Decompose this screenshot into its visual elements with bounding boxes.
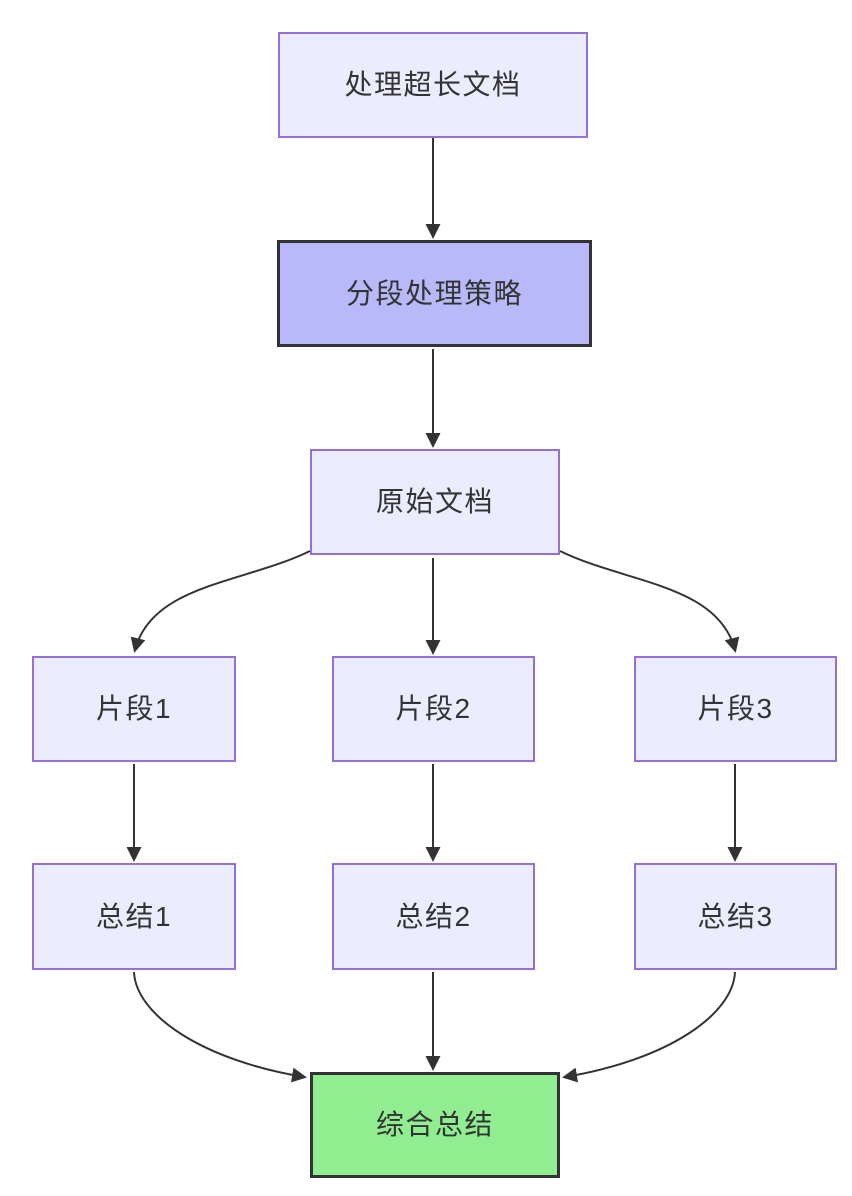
node-strategy: 分段处理策略 bbox=[277, 240, 592, 347]
node-summary-2: 总结2 bbox=[332, 863, 535, 970]
node-summary-3: 总结3 bbox=[634, 863, 837, 970]
node-final-summary: 综合总结 bbox=[310, 1072, 560, 1178]
node-source-document: 原始文档 bbox=[310, 449, 560, 555]
edge-source-chunk3 bbox=[559, 550, 740, 653]
node-chunk-1: 片段1 bbox=[32, 656, 236, 762]
node-start: 处理超长文档 bbox=[278, 32, 588, 138]
edge-source-chunk1 bbox=[130, 550, 311, 653]
node-chunk-3: 片段3 bbox=[634, 656, 837, 762]
edge-summary1-final bbox=[133, 971, 307, 1083]
node-chunk-2: 片段2 bbox=[332, 656, 535, 762]
node-summary-1: 总结1 bbox=[32, 863, 236, 970]
edge-summary3-final bbox=[562, 971, 736, 1083]
